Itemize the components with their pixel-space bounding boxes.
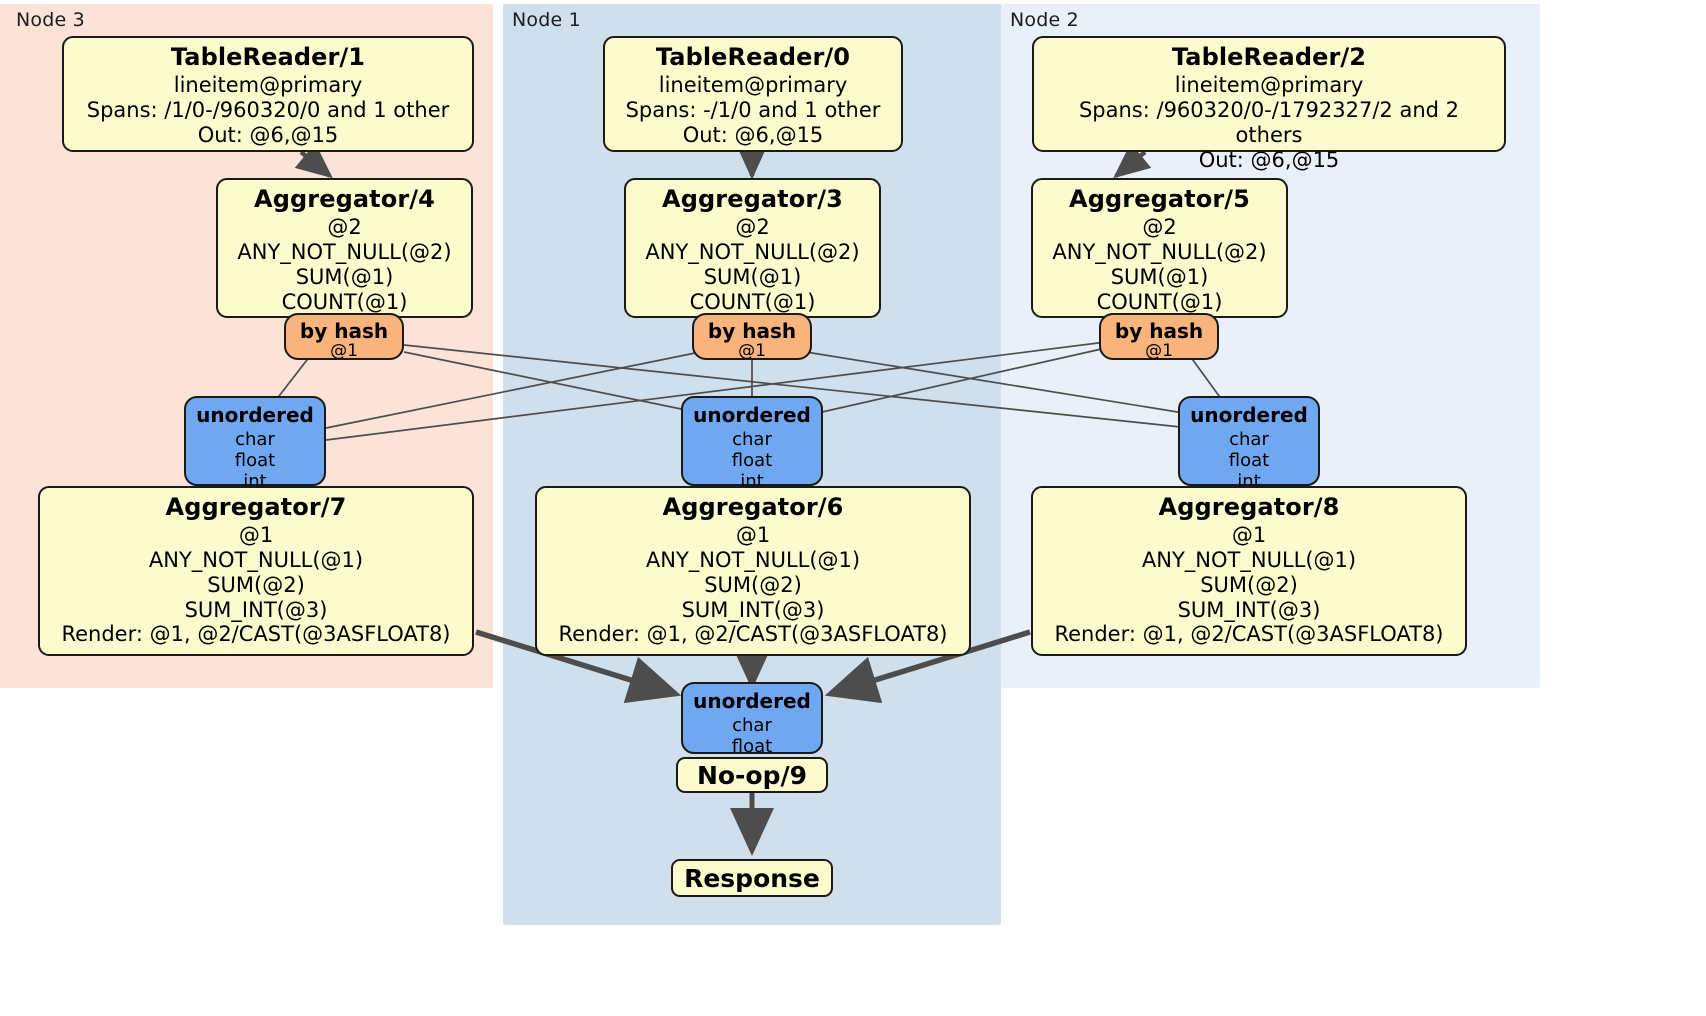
unordered-right-line-1: char — [1229, 428, 1269, 450]
processor-aggregator-8[interactable]: Aggregator/8 @1 ANY_NOT_NULL(@1) SUM(@2)… — [1031, 486, 1467, 656]
processor-aggregator-3[interactable]: Aggregator/3 @2 ANY_NOT_NULL(@2) SUM(@1)… — [624, 178, 881, 318]
tablereader-2-line-3: Out: @6,@15 — [1198, 147, 1340, 172]
tablereader-1-line-2: Spans: /1/0-/960320/0 and 1 other — [86, 97, 450, 122]
response-title: Response — [684, 863, 820, 893]
router-by-hash-right[interactable]: by hash @1 — [1099, 313, 1219, 360]
aggregator-6-line-1: @1 — [735, 522, 771, 547]
aggregator-5-line-1: @2 — [1142, 214, 1177, 239]
router-by-hash-left[interactable]: by hash @1 — [284, 313, 404, 360]
aggregator-4-line-2: ANY_NOT_NULL(@2) — [237, 239, 452, 264]
edge-agg7-final — [475, 629, 682, 704]
tablereader-2-line-2: Spans: /960320/0-/1792327/2 and 2 others — [1078, 97, 1460, 147]
aggregator-5-line-2: ANY_NOT_NULL(@2) — [1052, 239, 1267, 264]
aggregator-8-line-4: SUM_INT(@3) — [1177, 597, 1321, 622]
tablereader-2-title: TableReader/2 — [1171, 43, 1367, 71]
aggregator-4-line-3: SUM(@1) — [295, 264, 394, 289]
aggregator-5-line-4: COUNT(@1) — [1096, 289, 1223, 314]
processor-aggregator-4[interactable]: Aggregator/4 @2 ANY_NOT_NULL(@2) SUM(@1)… — [216, 178, 473, 318]
processor-aggregator-7[interactable]: Aggregator/7 @1 ANY_NOT_NULL(@1) SUM(@2)… — [38, 486, 474, 656]
aggregator-5-line-3: SUM(@1) — [1110, 264, 1209, 289]
aggregator-7-line-1: @1 — [238, 522, 274, 547]
aggregator-6-line-4: SUM_INT(@3) — [681, 597, 825, 622]
router-by-hash-right-line-1: @1 — [1145, 341, 1173, 361]
aggregator-7-line-2: ANY_NOT_NULL(@1) — [148, 547, 364, 572]
aggregator-5-title: Aggregator/5 — [1069, 185, 1250, 213]
edge-tr2-agg5 — [1113, 142, 1152, 179]
aggregator-8-line-1: @1 — [1231, 522, 1267, 547]
tablereader-1-title: TableReader/1 — [170, 43, 366, 71]
aggregator-8-line-3: SUM(@2) — [1200, 572, 1298, 597]
noop-9-title: No-op/9 — [696, 760, 808, 790]
aggregator-6-line-5: Render: @1, @2/CAST(@3ASFLOAT8) — [558, 622, 948, 647]
aggregator-3-title: Aggregator/3 — [662, 185, 843, 213]
tablereader-0-title: TableReader/0 — [655, 43, 851, 71]
router-by-hash-center-line-1: @1 — [738, 341, 766, 361]
processor-tablereader-2[interactable]: TableReader/2 lineitem@primary Spans: /9… — [1032, 36, 1506, 172]
aggregator-7-line-4: SUM_INT(@3) — [184, 597, 328, 622]
edge-hashright-unorderedcenter — [821, 347, 1107, 413]
processor-noop-9[interactable]: No-op/9 — [676, 757, 828, 793]
unordered-left-title: unordered — [196, 403, 314, 427]
processor-aggregator-6[interactable]: Aggregator/6 @1 ANY_NOT_NULL(@1) SUM(@2)… — [535, 486, 971, 656]
synchronizer-unordered-final[interactable]: unordered char float — [681, 682, 823, 757]
unordered-final-line-2: float — [731, 735, 773, 757]
synchronizer-unordered-left[interactable]: unordered char float int — [184, 396, 326, 492]
unordered-final-title: unordered — [693, 689, 811, 713]
aggregator-8-line-2: ANY_NOT_NULL(@1) — [1141, 547, 1357, 572]
router-by-hash-left-title: by hash — [299, 319, 389, 343]
panel-label-node2: Node 2 — [1010, 9, 1079, 31]
aggregator-8-line-5: Render: @1, @2/CAST(@3ASFLOAT8) — [1054, 622, 1444, 647]
tablereader-0-line-2: Spans: -/1/0 and 1 other — [625, 97, 881, 122]
processor-aggregator-5[interactable]: Aggregator/5 @2 ANY_NOT_NULL(@2) SUM(@1)… — [1031, 178, 1288, 318]
router-by-hash-center-title: by hash — [707, 319, 797, 343]
edge-agg8-final — [824, 629, 1031, 704]
edge-hashright-unorderedright — [1189, 355, 1223, 401]
aggregator-3-line-2: ANY_NOT_NULL(@2) — [645, 239, 860, 264]
edge-hashleft-unorderedright — [403, 344, 1191, 429]
edge-hashleft-unorderedleft — [275, 355, 311, 401]
unordered-final-line-1: char — [732, 714, 772, 736]
processor-tablereader-0[interactable]: TableReader/0 lineitem@primary Spans: -/… — [603, 36, 903, 152]
unordered-center-line-1: char — [732, 428, 772, 450]
edge-hashcenter-unorderedright — [805, 351, 1191, 415]
tablereader-1-line-3: Out: @6,@15 — [197, 122, 339, 147]
aggregator-4-title: Aggregator/4 — [254, 185, 435, 213]
edge-hashright-unorderedleft — [325, 341, 1107, 441]
router-by-hash-center[interactable]: by hash @1 — [692, 313, 812, 360]
unordered-center-title: unordered — [693, 403, 811, 427]
aggregator-7-title: Aggregator/7 — [165, 493, 347, 521]
unordered-left-line-2: float — [234, 449, 276, 471]
aggregator-7-line-5: Render: @1, @2/CAST(@3ASFLOAT8) — [61, 622, 451, 647]
panel-label-node1: Node 1 — [512, 9, 581, 31]
aggregator-6-title: Aggregator/6 — [662, 493, 844, 521]
aggregator-4-line-4: COUNT(@1) — [281, 289, 408, 314]
edge-tr1-agg4 — [294, 142, 333, 179]
unordered-left-line-1: char — [235, 428, 275, 450]
aggregator-6-line-3: SUM(@2) — [704, 572, 802, 597]
tablereader-0-line-3: Out: @6,@15 — [682, 122, 824, 147]
tablereader-2-line-1: lineitem@primary — [1174, 72, 1364, 97]
tablereader-0-line-1: lineitem@primary — [658, 72, 848, 97]
unordered-right-line-2: float — [1228, 449, 1270, 471]
processor-tablereader-1[interactable]: TableReader/1 lineitem@primary Spans: /1… — [62, 36, 474, 152]
synchronizer-unordered-right[interactable]: unordered char float int — [1178, 396, 1320, 492]
aggregator-3-line-1: @2 — [735, 214, 770, 239]
aggregator-6-line-2: ANY_NOT_NULL(@1) — [645, 547, 861, 572]
panel-label-node3: Node 3 — [16, 9, 85, 31]
router-by-hash-right-title: by hash — [1114, 319, 1204, 343]
unordered-center-line-2: float — [731, 449, 773, 471]
processor-response[interactable]: Response — [671, 859, 833, 897]
aggregator-3-line-4: COUNT(@1) — [689, 289, 816, 314]
edge-hashcenter-unorderedleft — [325, 351, 701, 429]
aggregator-7-line-3: SUM(@2) — [207, 572, 305, 597]
aggregator-4-line-1: @2 — [327, 214, 362, 239]
aggregator-3-line-3: SUM(@1) — [703, 264, 802, 289]
synchronizer-unordered-center[interactable]: unordered char float int — [681, 396, 823, 492]
aggregator-8-title: Aggregator/8 — [1158, 493, 1340, 521]
tablereader-1-line-1: lineitem@primary — [173, 72, 363, 97]
unordered-right-title: unordered — [1190, 403, 1308, 427]
router-by-hash-left-line-1: @1 — [330, 341, 358, 361]
